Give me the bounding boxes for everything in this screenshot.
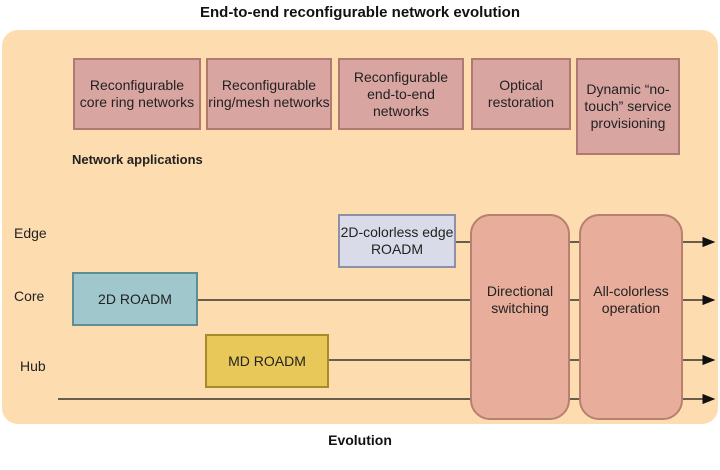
row-label-edge: Edge: [14, 225, 47, 241]
directional-switching-capsule: Directional switching: [470, 214, 570, 420]
app-core-ring: Reconfigurable core ring networks: [73, 58, 201, 130]
app-dynamic-provisioning: Dynamic “no-touch” service provisioning: [576, 58, 680, 155]
md-roadm-box: MD ROADM: [205, 334, 329, 388]
row-label-hub: Hub: [20, 358, 46, 374]
applications-heading: Network applications: [72, 152, 203, 167]
colorless-edge-roadm-box: 2D-colorless edge ROADM: [338, 214, 456, 268]
app-optical-restoration: Optical restoration: [471, 58, 571, 130]
roadm-2d-box: 2D ROADM: [72, 272, 198, 326]
app-ring-mesh: Reconfigurable ring/mesh networks: [206, 58, 332, 130]
row-label-core: Core: [14, 288, 45, 304]
all-colorless-capsule: All-colorless operation: [579, 214, 683, 420]
evolution-axis-label: Evolution: [328, 432, 392, 448]
diagram-title: End-to-end reconfigurable network evolut…: [199, 4, 520, 21]
app-end-to-end: Reconfigurable end-to-end networks: [338, 58, 464, 130]
